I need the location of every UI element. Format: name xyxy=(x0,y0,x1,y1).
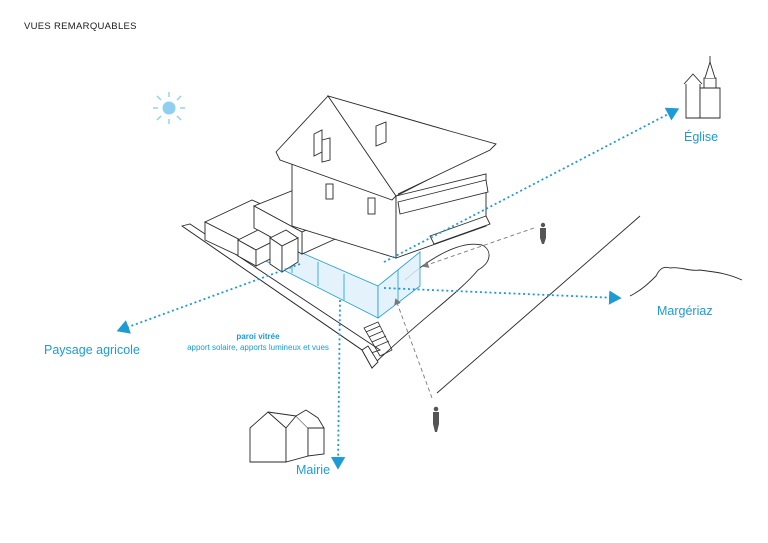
pedestrian-icon xyxy=(540,222,546,244)
road xyxy=(375,215,641,394)
glazing-heading: paroi vitrée xyxy=(236,332,280,341)
church-icon xyxy=(683,56,721,119)
stairs xyxy=(363,321,393,357)
label-margeriaz: Margériaz xyxy=(657,304,713,318)
chimneys xyxy=(313,121,387,163)
label-eglise: Église xyxy=(684,130,719,144)
terrace-platform xyxy=(180,223,382,369)
diagram-title: VUES REMARQUABLES xyxy=(24,21,137,32)
glazing-note: paroi vitrée apport solaire, apports lum… xyxy=(172,331,344,353)
town-hall-icon xyxy=(249,409,325,463)
label-paysage: Paysage agricole xyxy=(44,343,140,357)
view-lines xyxy=(116,107,680,470)
glazing-detail: apport solaire, apports lumineux et vues xyxy=(187,343,329,352)
mountain-icon xyxy=(629,266,743,297)
sun-icon xyxy=(153,92,185,124)
pedestrian-icon-2 xyxy=(433,406,439,432)
house-windows xyxy=(325,183,376,215)
label-mairie: Mairie xyxy=(296,463,331,477)
main-house xyxy=(275,95,497,259)
approach-lines xyxy=(394,227,535,399)
